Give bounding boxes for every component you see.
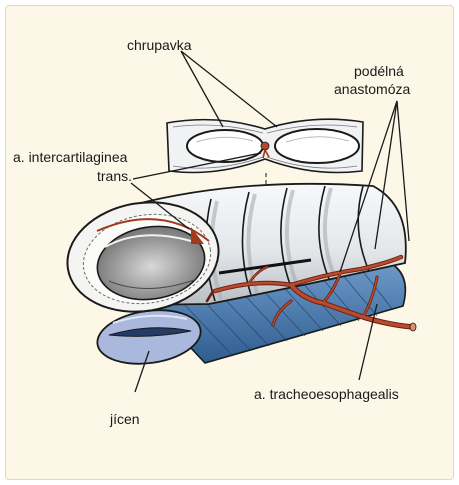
label-podelna: podélná bbox=[354, 63, 404, 79]
label-intercartilaginea: a. intercartilaginea bbox=[13, 149, 127, 165]
cartilage-section bbox=[167, 119, 363, 172]
label-jicen: jícen bbox=[110, 411, 140, 427]
label-tracheoesophagealis: a. tracheoesophagealis bbox=[254, 386, 399, 402]
figure-frame: chrupavka podélná anastomóza a. intercar… bbox=[5, 5, 454, 480]
label-trans: trans. bbox=[97, 168, 132, 184]
label-anastomoza: anastomóza bbox=[334, 81, 410, 97]
label-chrupavka: chrupavka bbox=[127, 37, 192, 53]
